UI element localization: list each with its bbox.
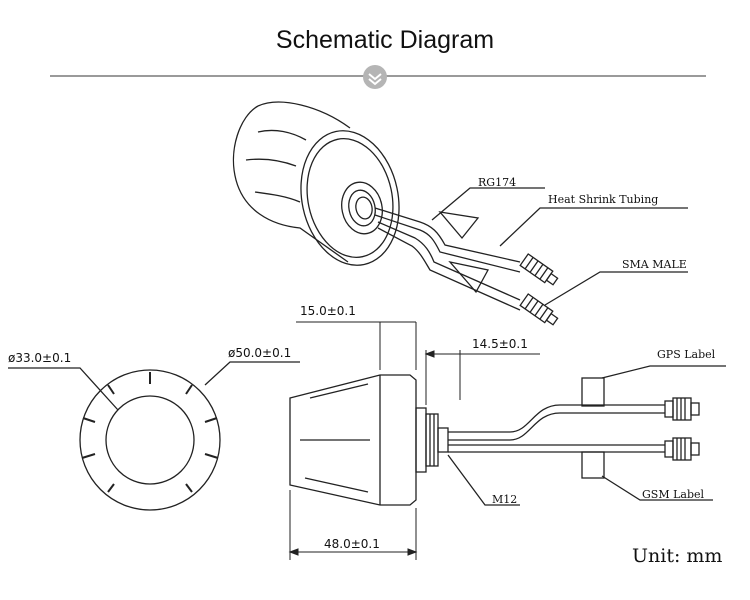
outer-diameter-dimension: ø50.0±0.1 xyxy=(228,346,292,360)
side-view xyxy=(289,365,726,506)
front-view xyxy=(8,361,300,511)
thread-length-dimension: 14.5±0.1 xyxy=(472,337,528,351)
overall-length-dimension: 48.0±0.1 xyxy=(324,537,380,551)
m12-label: M12 xyxy=(492,493,518,506)
gsm-label: GSM Label xyxy=(642,488,705,501)
gps-label: GPS Label xyxy=(657,348,716,361)
sma-male-label: SMA MALE xyxy=(622,258,687,271)
unit-label: Unit: mm xyxy=(632,545,723,567)
dimension-lines xyxy=(288,321,540,560)
header-divider xyxy=(50,65,706,89)
heat-shrink-label: Heat Shrink Tubing xyxy=(548,193,659,206)
width-top-dimension: 15.0±0.1 xyxy=(300,304,356,318)
page-title: Schematic Diagram xyxy=(275,26,495,54)
inner-diameter-dimension: ø33.0±0.1 xyxy=(8,351,72,365)
antenna-3d-view xyxy=(232,101,688,326)
rg174-label: RG174 xyxy=(478,176,517,189)
